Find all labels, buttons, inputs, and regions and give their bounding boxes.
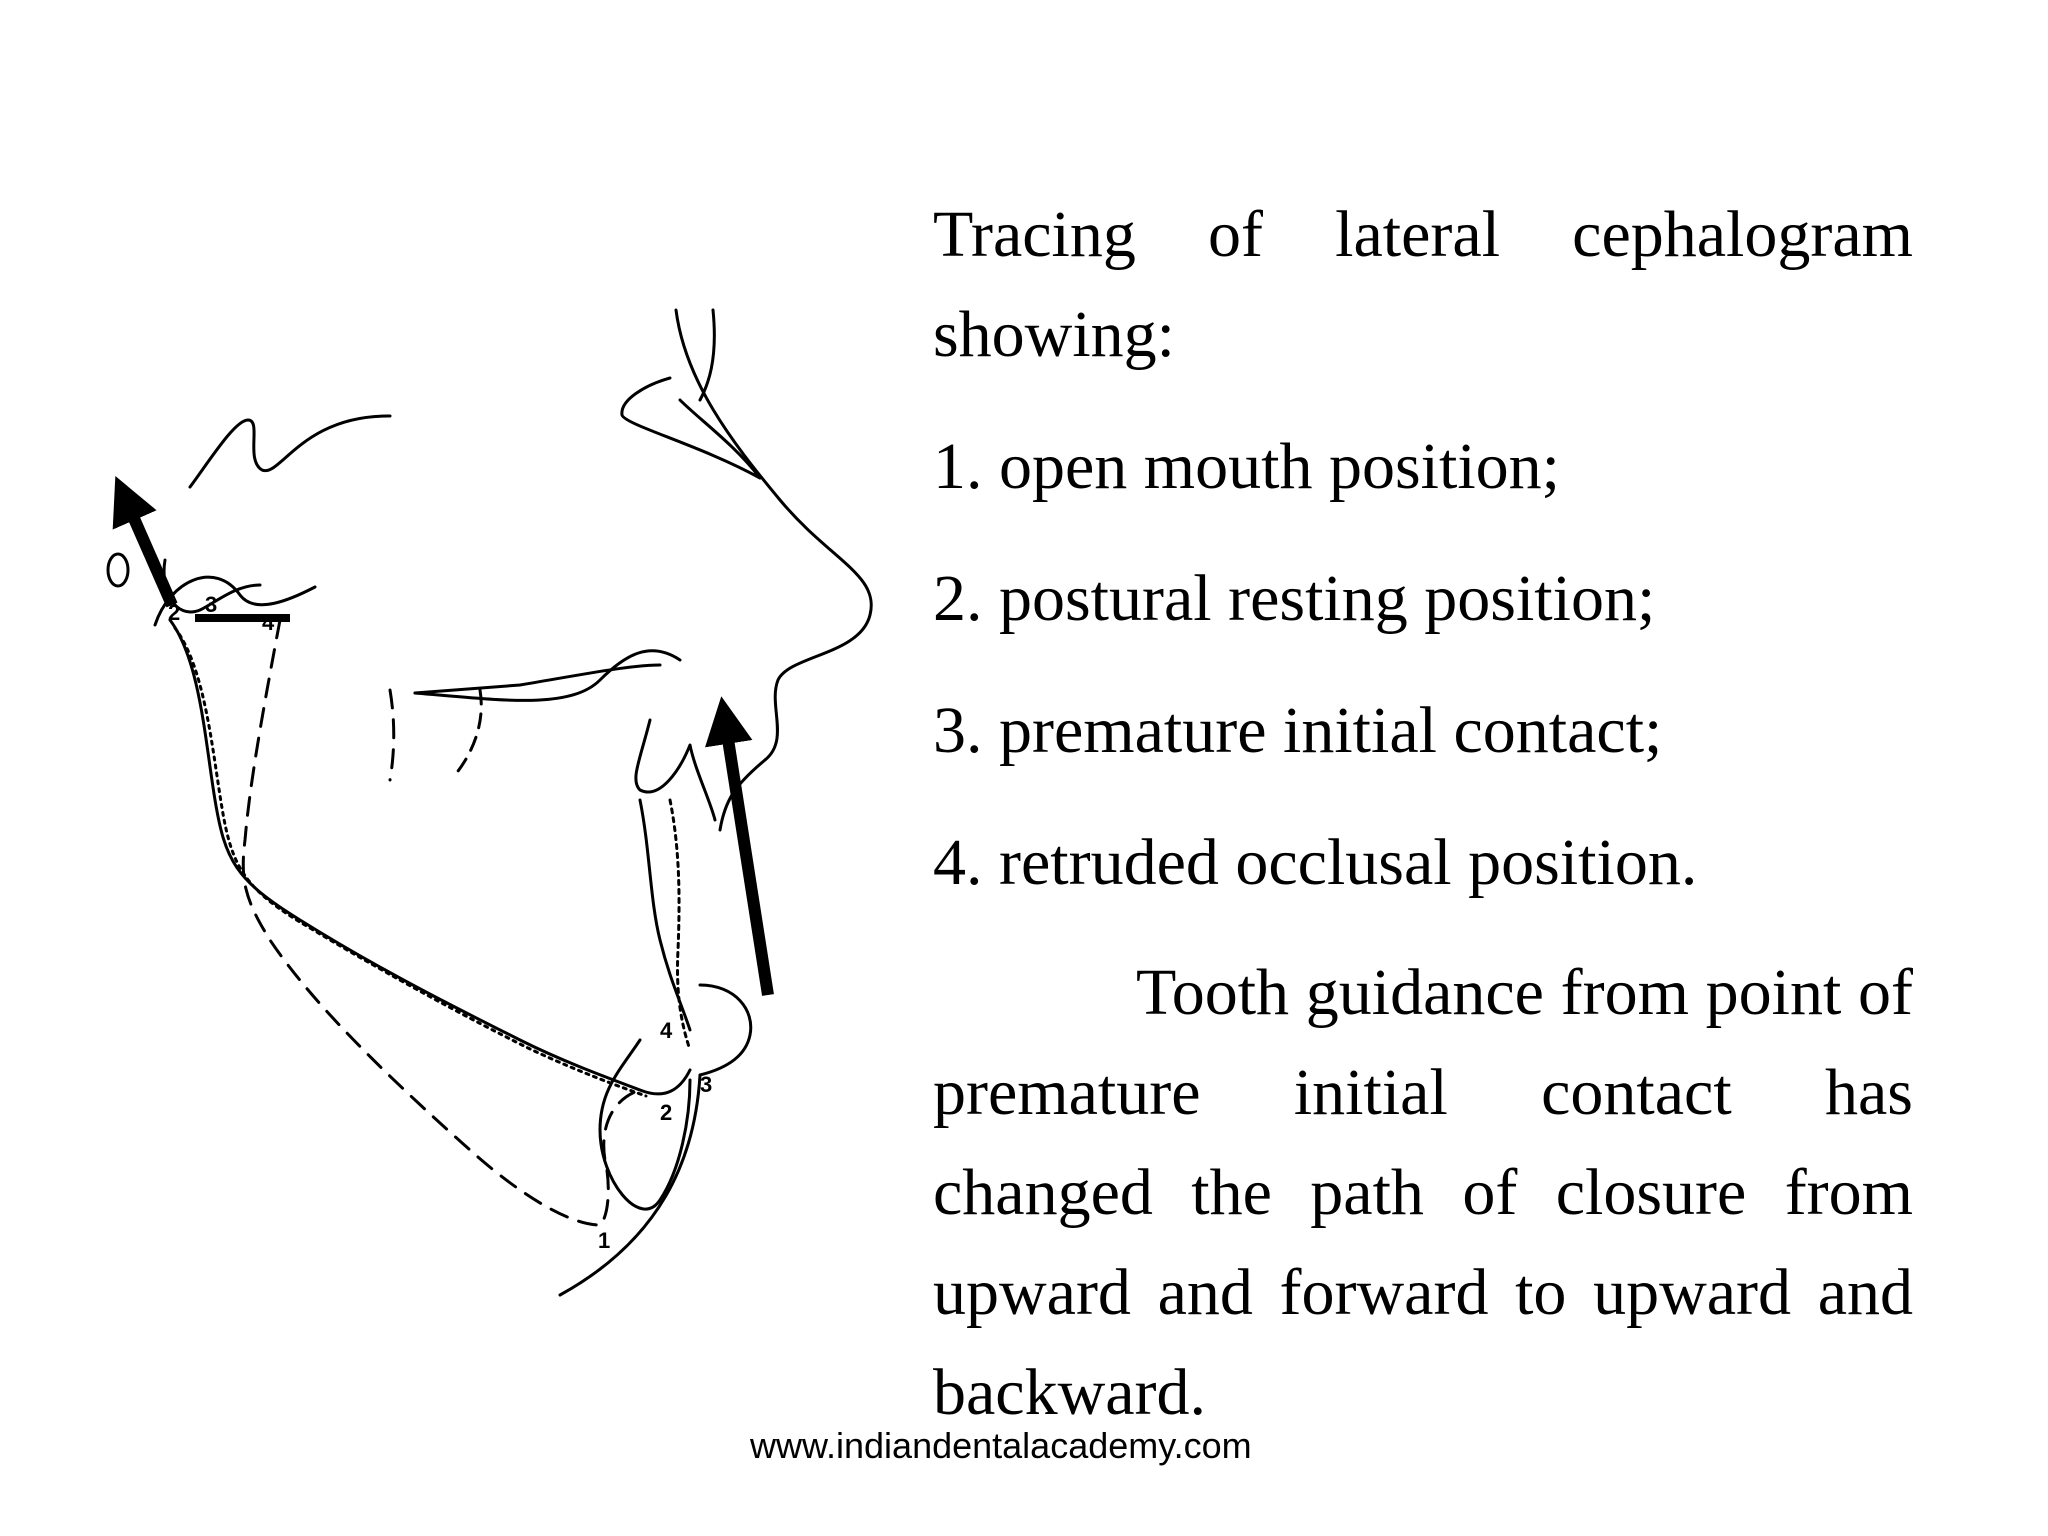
condyle-label-4: 4 [262,610,275,635]
coronoid-dashed [388,688,396,782]
chin-label-3: 3 [700,1072,712,1097]
condyle-movement-arrow [112,476,178,608]
symphysis-outline [598,1038,692,1211]
caption-item-3: 3. premature initial contact; [933,694,1663,767]
figure-caption: Tracing of lateral cephalogram showing: … [933,185,1913,1443]
chin-label-2: 2 [660,1100,672,1125]
mandible-open-dashed [241,618,642,1227]
lower-lip [698,983,753,1077]
path-of-closure-arrow [704,696,774,996]
lower-incisor-dotted [668,798,692,1052]
caption-item-2: 2. postural resting position; [933,562,1656,635]
mandible-ramus-dotted [173,626,648,1098]
caption-paragraph: Tooth guidance from point of premature i… [933,956,1913,1429]
ear-rod [106,552,130,588]
lower-incisor-group [638,798,692,1032]
sella-outline [188,414,392,489]
soft-tissue-chin [558,1073,702,1297]
upper-incisor [634,718,717,822]
caption-intro: Tracing of lateral cephalogram showing: [933,198,1913,371]
palatal-plane [413,663,662,695]
forehead-line [698,308,716,402]
nasal-bone-contour [620,376,762,480]
sigmoid-notch-dashed [453,688,483,777]
caption-item-1: 1. open mouth position; [933,430,1560,503]
caption-item-4: 4. retruded occlusal position. [933,826,1698,899]
chin-label-4: 4 [660,1018,673,1043]
condyle-label-2: 2 [168,600,180,625]
nasal-bridge-profile [674,308,873,762]
condyle-label-3: 3 [205,592,217,617]
maxilla-outline [413,649,682,702]
chin-label-1: 1 [598,1228,610,1253]
footer-url: www.indiandentalacademy.com [750,1425,1252,1466]
